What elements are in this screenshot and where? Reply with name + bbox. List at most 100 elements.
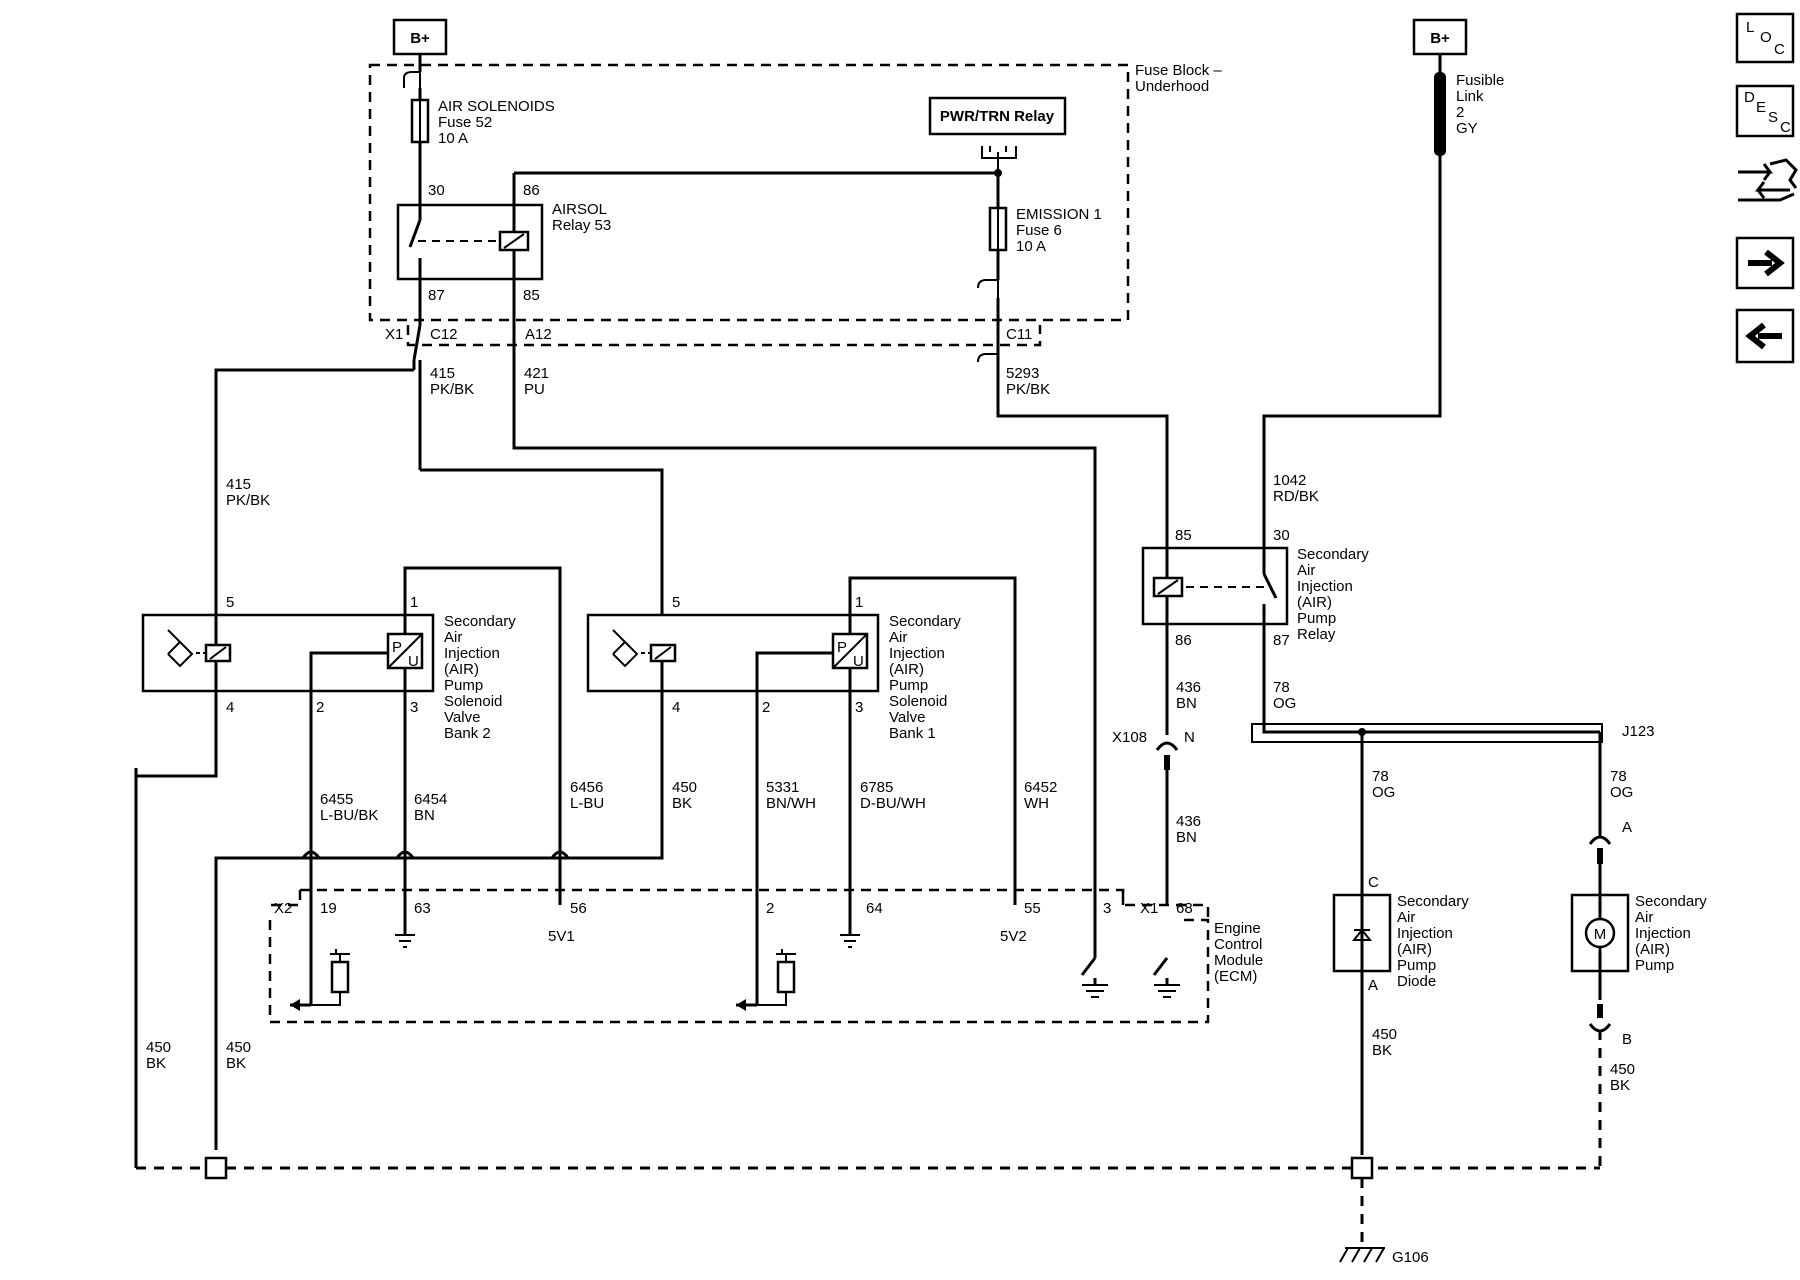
svg-text:A: A: [1622, 819, 1632, 836]
connector-x108: X108 N: [1112, 729, 1195, 770]
svg-text:1042: 1042: [1273, 472, 1306, 489]
next-arrow-icon[interactable]: [1735, 236, 1795, 290]
svg-text:BN: BN: [1176, 829, 1197, 846]
svg-text:B+: B+: [1430, 30, 1450, 47]
svg-text:Diode: Diode: [1397, 973, 1436, 990]
connector-view-icon[interactable]: [1738, 158, 1798, 202]
svg-text:Fuse 6: Fuse 6: [1016, 222, 1062, 239]
svg-text:BN/WH: BN/WH: [766, 795, 816, 812]
svg-text:Injection: Injection: [1397, 925, 1453, 942]
svg-text:E: E: [1756, 99, 1766, 116]
svg-text:Pump: Pump: [444, 677, 483, 694]
svg-text:A: A: [1368, 977, 1378, 994]
svg-text:BK: BK: [226, 1055, 246, 1072]
svg-text:64: 64: [866, 900, 883, 917]
loc-button[interactable]: L O C: [1735, 12, 1795, 64]
svg-text:O: O: [1760, 29, 1772, 46]
svg-text:PK/BK: PK/BK: [226, 492, 270, 509]
svg-text:OG: OG: [1273, 695, 1296, 712]
svg-text:C: C: [1780, 119, 1791, 136]
svg-text:Injection: Injection: [1635, 925, 1691, 942]
wire-crossovers: [301, 850, 570, 859]
svg-text:Solenoid: Solenoid: [444, 693, 502, 710]
svg-text:X108: X108: [1112, 729, 1147, 746]
svg-text:Pump: Pump: [889, 677, 928, 694]
svg-text:L: L: [1746, 19, 1754, 36]
svg-text:Valve: Valve: [889, 709, 925, 726]
svg-text:Module: Module: [1214, 952, 1263, 969]
svg-text:L-BU: L-BU: [570, 795, 604, 812]
svg-text:5293: 5293: [1006, 365, 1039, 382]
solenoid-valve-bank-1: 5 4 1 2 3 P U Secondary Air Injection (A…: [586, 594, 961, 742]
svg-text:1: 1: [410, 594, 418, 611]
svg-text:AIRSOL: AIRSOL: [552, 201, 607, 218]
svg-text:Air: Air: [444, 629, 462, 646]
svg-text:BN: BN: [414, 807, 435, 824]
ground-bus: G106: [134, 768, 1600, 1266]
svg-text:Solenoid: Solenoid: [889, 693, 947, 710]
fusible-link: Fusible Link 2 GY: [1434, 72, 1504, 156]
airsol-relay-53: AIRSOL Relay 53 30 86 87 85: [396, 182, 611, 304]
svg-text:OG: OG: [1372, 784, 1395, 801]
svg-text:450: 450: [146, 1039, 171, 1056]
svg-text:BK: BK: [146, 1055, 166, 1072]
connector-row-x1: X1 C12 A12 C11: [385, 325, 1042, 347]
svg-text:A12: A12: [525, 326, 552, 343]
svg-text:Engine: Engine: [1214, 920, 1261, 937]
air-pump-relay: 85 30 86 87 Secondary Air Injection (AIR…: [1141, 527, 1369, 649]
svg-text:2: 2: [766, 900, 774, 917]
svg-text:(AIR): (AIR): [444, 661, 479, 678]
svg-text:85: 85: [523, 287, 540, 304]
svg-text:30: 30: [428, 182, 445, 199]
svg-text:C: C: [1368, 874, 1379, 891]
svg-text:5: 5: [226, 594, 234, 611]
svg-text:PK/BK: PK/BK: [430, 381, 474, 398]
ecm-internal-circuits: [290, 934, 1180, 1011]
svg-text:436: 436: [1176, 679, 1201, 696]
previous-arrow-icon[interactable]: [1735, 308, 1795, 364]
svg-text:C: C: [1774, 41, 1785, 58]
svg-text:Underhood: Underhood: [1135, 78, 1209, 95]
svg-text:2: 2: [1456, 104, 1464, 121]
svg-text:6454: 6454: [414, 791, 447, 808]
svg-text:GY: GY: [1456, 120, 1478, 137]
svg-text:Pump: Pump: [1297, 610, 1336, 627]
svg-text:421: 421: [524, 365, 549, 382]
solenoid-valve-bank-2: 5 4 1 2 3 P U Secondary Air Injection (A…: [141, 568, 516, 742]
svg-text:6455: 6455: [320, 791, 353, 808]
svg-text:85: 85: [1175, 527, 1192, 544]
svg-text:OG: OG: [1610, 784, 1633, 801]
svg-text:J123: J123: [1622, 723, 1655, 740]
svg-text:Relay 53: Relay 53: [552, 217, 611, 234]
svg-text:Control: Control: [1214, 936, 1262, 953]
svg-text:U: U: [408, 653, 419, 670]
svg-text:BK: BK: [1610, 1077, 1630, 1094]
svg-text:Fuse 52: Fuse 52: [438, 114, 492, 131]
svg-text:415: 415: [430, 365, 455, 382]
svg-text:G106: G106: [1392, 1249, 1429, 1266]
svg-text:5V1: 5V1: [548, 928, 575, 945]
svg-text:EMISSION 1: EMISSION 1: [1016, 206, 1102, 223]
svg-text:68: 68: [1176, 900, 1193, 917]
svg-text:Air: Air: [889, 629, 907, 646]
svg-text:5: 5: [672, 594, 680, 611]
svg-text:Secondary: Secondary: [444, 613, 516, 630]
svg-text:87: 87: [428, 287, 445, 304]
b-plus-right: B+: [1412, 18, 1468, 56]
svg-text:U: U: [853, 653, 864, 670]
svg-text:63: 63: [414, 900, 431, 917]
svg-text:Fuse Block –: Fuse Block –: [1135, 62, 1222, 79]
svg-text:PWR/TRN Relay: PWR/TRN Relay: [940, 108, 1055, 125]
desc-button[interactable]: D E S C: [1735, 84, 1795, 138]
svg-text:C11: C11: [1006, 326, 1032, 343]
svg-text:X1: X1: [385, 326, 403, 343]
svg-text:PU: PU: [524, 381, 545, 398]
svg-text:RD/BK: RD/BK: [1273, 488, 1319, 505]
svg-text:415: 415: [226, 476, 251, 493]
svg-text:X1: X1: [1140, 900, 1158, 917]
svg-text:Injection: Injection: [1297, 578, 1353, 595]
svg-text:L-BU/BK: L-BU/BK: [320, 807, 378, 824]
svg-text:Pump: Pump: [1635, 957, 1674, 974]
svg-text:N: N: [1184, 729, 1195, 746]
b-plus-left: B+: [392, 18, 448, 56]
